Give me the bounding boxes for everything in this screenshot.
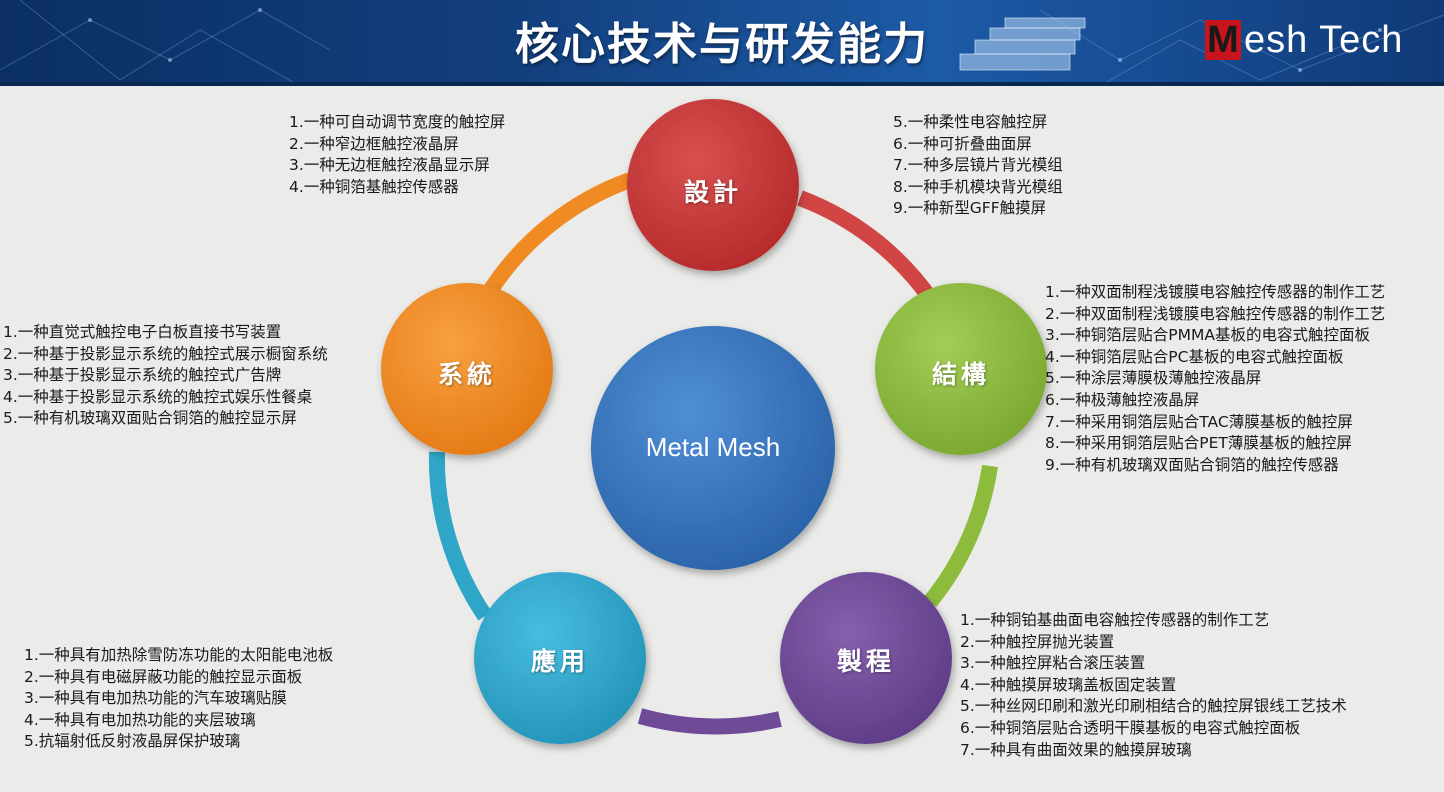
list-item: 8.一种手机模块背光模组 [893,177,1063,196]
list-item: 1.一种具有加热除雪防冻功能的太阳能电池板 [24,646,334,664]
design-list-right: 5.一种柔性电容触控屏 6.一种可折叠曲面屏 7.一种多层镜片背光模组 8.一种手机模… [893,112,1063,220]
cycle-diagram [381,99,1047,744]
node-label-process: 製程 [836,647,895,676]
design-list-left: 1.一种可自动调节宽度的触控屏 2.一种窄边框触控液晶屏 3.一种无边框触控液晶显示… [289,112,505,198]
list-item: 3.一种无边框触控液晶显示屏 [289,156,490,175]
list-item: 5.一种涂层薄膜极薄触控液晶屏 [1045,369,1262,388]
ring-arc-structure-process [923,464,998,608]
list-item: 7.一种多层镜片背光模组 [893,156,1063,175]
list-item: 9.一种新型GFF触摸屏 [893,199,1047,218]
list-item: 4.一种铜箔层贴合PC基板的电容式触控面板 [1045,347,1344,366]
list-item: 2.一种窄边框触控液晶屏 [289,134,459,153]
node-label-application: 應用 [530,647,589,676]
list-item: 2.一种触控屏抛光装置 [960,632,1115,651]
list-item: 7.一种具有曲面效果的触摸屏玻璃 [960,740,1192,759]
list-item: 6.一种极薄触控液晶屏 [1045,390,1200,409]
logo-text: esh Tech [1244,18,1404,61]
list-item: 3.一种触控屏粘合滚压装置 [960,654,1146,673]
list-item: 2.一种具有电磁屏蔽功能的触控显示面板 [24,667,303,686]
list-item: 8.一种采用铜箔层贴合PET薄膜基板的触控屏 [1045,434,1352,453]
node-label-structure: 結構 [931,360,990,389]
brand-logo: M esh Tech [1205,18,1403,62]
list-item: 2.一种双面制程浅镀膜电容触控传感器的制作工艺 [1045,304,1386,323]
list-item: 4.一种触摸屏玻璃盖板固定装置 [960,675,1177,694]
list-item: 1.一种直觉式触控电子白板直接书写装置 [3,323,282,341]
list-item: 9.一种有机玻璃双面贴合铜箔的触控传感器 [1045,455,1339,474]
ring-arc-system-design [483,172,633,296]
list-item: 5.一种有机玻璃双面贴合铜箔的触控显示屏 [3,409,297,428]
list-item: 3.一种铜箔层贴合PMMA基板的电容式触控面板 [1045,326,1370,345]
logo-mark: M [1205,20,1241,60]
ring-arc-design-structure [797,190,937,303]
list-item: 3.一种基于投影显示系统的触控式广告牌 [3,366,282,385]
node-label-design: 設計 [683,178,742,207]
process-list: 1.一种铜铂基曲面电容触控传感器的制作工艺 2.一种触控屏抛光装置 3.一种触控屏粘… [960,610,1347,761]
diagram-area: Metal Mesh 設計 結構 製程 應用 系統 1.一种可自动调节宽度的触控… [0,86,1444,792]
center-label: Metal Mesh [645,432,781,462]
header-banner: 核心技术与研发能力 M esh Tech [0,0,1444,86]
list-item: 6.一种可折叠曲面屏 [893,134,1032,153]
list-item: 4.一种具有电加热功能的夹层玻璃 [24,710,256,729]
node-design [627,99,799,271]
system-list: 1.一种直觉式触控电子白板直接书写装置 2.一种基于投影显示系统的触控式展示橱窗系… [3,322,328,430]
banner-decoration [0,0,1444,86]
ring-arc-application-system [428,451,492,621]
list-item: 5.抗辐射低反射液晶屏保护玻璃 [24,732,241,751]
list-item: 7.一种采用铜箔层贴合TAC薄膜基板的触控屏 [1045,412,1353,431]
ring-arc-process-application [637,708,782,735]
list-item: 1.一种双面制程浅镀膜电容触控传感器的制作工艺 [1045,283,1386,301]
center-circle [591,326,835,570]
node-process [780,572,952,744]
node-system [381,283,553,455]
node-application [474,572,646,744]
list-item: 1.一种铜铂基曲面电容触控传感器的制作工艺 [960,611,1270,629]
list-item: 2.一种基于投影显示系统的触控式展示橱窗系统 [3,344,328,363]
list-item: 5.一种柔性电容触控屏 [893,113,1048,131]
application-list: 1.一种具有加热除雪防冻功能的太阳能电池板 2.一种具有电磁屏蔽功能的触控显示面板… [24,645,333,753]
list-item: 6.一种铜箔层贴合透明干膜基板的电容式触控面板 [960,718,1301,737]
list-item: 4.一种基于投影显示系统的触控式娱乐性餐桌 [3,387,313,406]
page-title: 核心技术与研发能力 [515,19,929,70]
structure-list: 1.一种双面制程浅镀膜电容触控传感器的制作工艺 2.一种双面制程浅镀膜电容触控传感… [1045,282,1385,476]
list-item: 4.一种铜箔基触控传感器 [289,177,459,196]
list-item: 1.一种可自动调节宽度的触控屏 [289,113,506,131]
node-structure [875,283,1047,455]
node-label-system: 系統 [437,360,496,389]
list-item: 5.一种丝网印刷和激光印刷相结合的触控屏银线工艺技术 [960,697,1347,716]
list-item: 3.一种具有电加热功能的汽车玻璃贴膜 [24,689,287,708]
